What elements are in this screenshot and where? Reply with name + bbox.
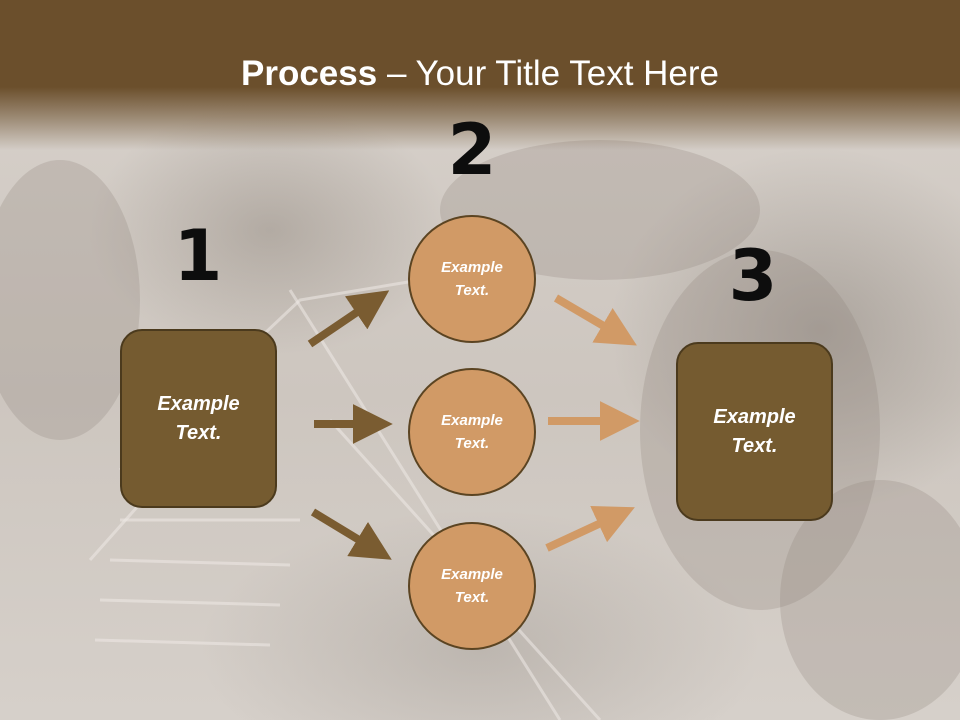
step-2-text-middle: Example Text. — [441, 412, 503, 452]
step-2-circle-top: Example Text. — [408, 215, 536, 343]
step-number-1: 1 — [173, 215, 223, 297]
step-number-3: 3 — [728, 235, 778, 317]
step-2-text-bottom: Example Text. — [441, 566, 503, 606]
right-arrow-icon — [553, 294, 637, 346]
step-2-text-top: Example Text. — [441, 259, 503, 299]
title-bar — [0, 0, 960, 150]
step-3-box: Example Text. — [676, 342, 833, 521]
step-1-box: Example Text. — [120, 329, 277, 508]
step-2-circle-bottom: Example Text. — [408, 522, 536, 650]
title-rest: – Your Title Text Here — [377, 54, 719, 93]
step-3-text: Example Text. — [713, 405, 796, 457]
step-1-text: Example Text. — [157, 392, 240, 444]
right-arrow-icon — [545, 505, 635, 552]
right-arrow-icon — [310, 508, 392, 560]
right-arrow-icon — [307, 290, 390, 348]
slide-title: Process – Your Title Text Here — [0, 52, 960, 96]
step-number-2: 2 — [447, 109, 497, 191]
title-bold: Process — [241, 54, 378, 93]
step-2-circle-middle: Example Text. — [408, 368, 536, 496]
